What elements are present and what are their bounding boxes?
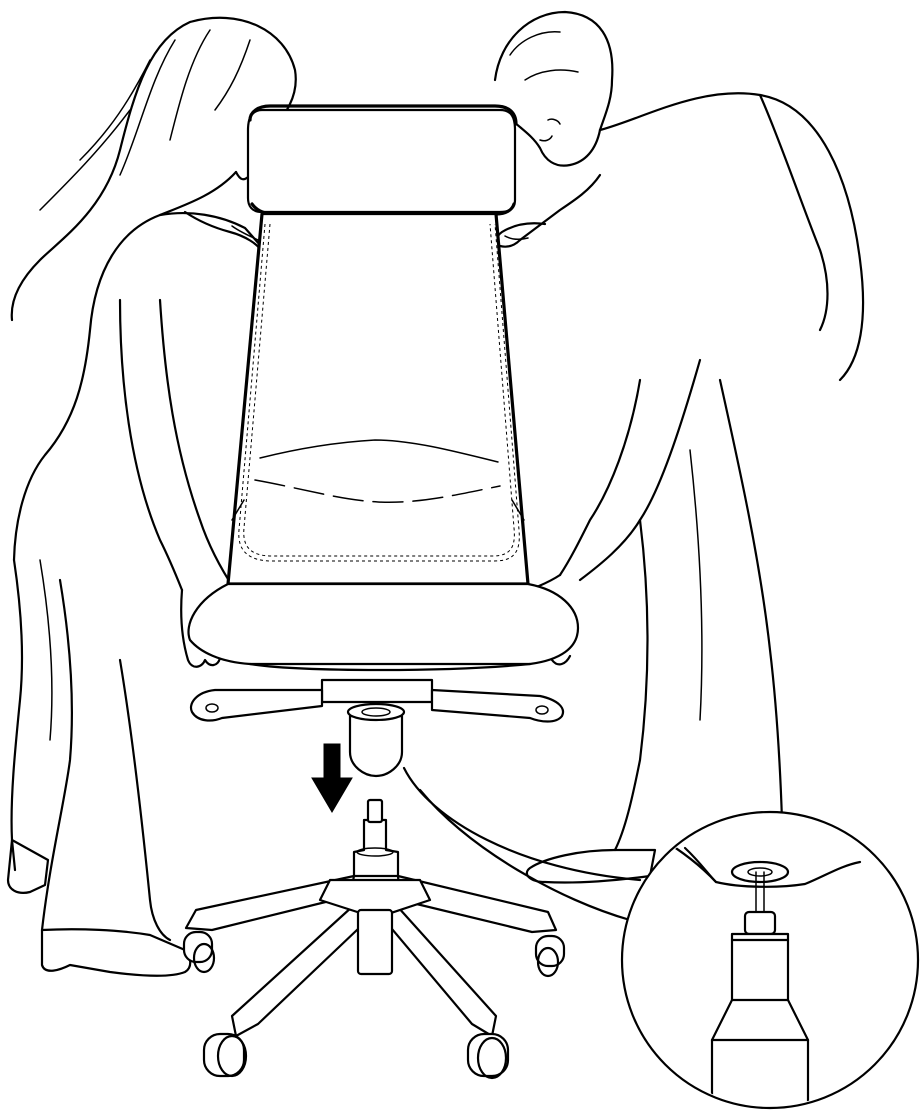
- chair-headrest: [248, 110, 515, 212]
- person-right: [495, 12, 863, 883]
- chair-mechanism: [322, 680, 432, 702]
- caster-right-back: [536, 936, 564, 976]
- detail-callout: [622, 812, 918, 1112]
- chair-backrest: [228, 214, 528, 584]
- chair-upper: [189, 106, 578, 776]
- caster-right-front: [468, 1034, 508, 1078]
- down-arrow-icon: [312, 744, 352, 812]
- chair-seat: [189, 584, 578, 664]
- chair-base: [184, 800, 564, 1078]
- caster-left-back: [184, 932, 214, 972]
- chair-socket: [350, 716, 402, 776]
- chair-bracket-left: [191, 690, 322, 720]
- caster-left-front: [204, 1034, 246, 1076]
